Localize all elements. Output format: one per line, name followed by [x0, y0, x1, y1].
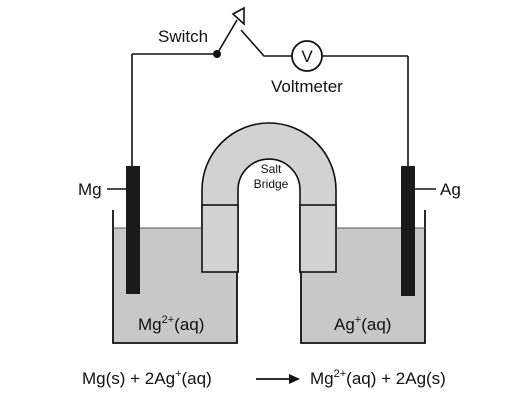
reaction-equation-left: Mg(s) + 2Ag+(aq) [82, 368, 212, 388]
switch-lever [216, 19, 238, 55]
ag-electrode [401, 166, 415, 296]
voltmeter-symbol: V [301, 47, 313, 66]
salt-bridge-label-line1: Salt [261, 162, 282, 176]
salt-bridge-left-leg [201, 204, 239, 273]
switch-label: Switch [158, 27, 208, 46]
salt-bridge-legs [201, 204, 337, 273]
switch-pivot [231, 6, 245, 26]
right-beaker-walls [300, 210, 426, 344]
salt-bridge-right-leg [299, 204, 337, 273]
mg-label: Mg [78, 180, 102, 199]
reaction-arrow [256, 374, 300, 384]
mg-electrode [126, 166, 140, 294]
salt-bridge-label-line2: Bridge [254, 177, 289, 191]
left-solution-label: Mg2+(aq) [138, 314, 204, 334]
left-beaker-walls [112, 210, 238, 344]
wire-switch-to-voltmeter [240, 29, 292, 57]
circuit-wires [131, 19, 409, 168]
switch-contact-dot [213, 50, 221, 58]
voltmeter: V [291, 40, 323, 72]
voltmeter-circle [291, 40, 323, 72]
right-solution-label: Ag+(aq) [334, 314, 391, 334]
voltmeter-label: Voltmeter [271, 77, 343, 96]
ag-label: Ag [440, 180, 461, 199]
reaction-equation-right: Mg2+(aq) + 2Ag(s) [310, 368, 446, 388]
